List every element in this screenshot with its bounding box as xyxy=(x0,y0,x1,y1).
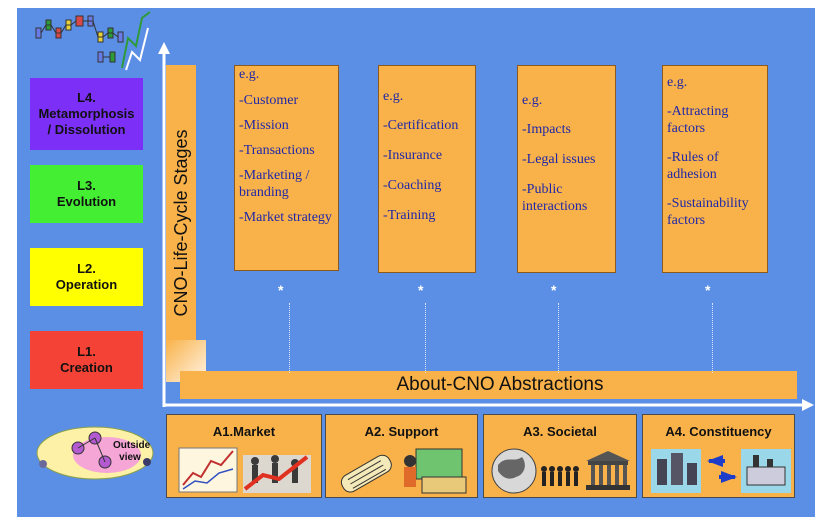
card-societal-item: -Legal issues xyxy=(522,152,596,167)
stage-l2-box: L2. Operation xyxy=(30,248,143,306)
stage-l1-label: L1. Creation xyxy=(60,344,113,375)
card-constituency-eg: e.g. xyxy=(667,75,688,90)
abstraction-market-label: A1.Market xyxy=(212,424,276,439)
card-support-item: -Insurance xyxy=(383,148,443,163)
x-axis-label-text: About-CNO Abstractions xyxy=(396,374,604,395)
card-support-item: -Coaching xyxy=(383,178,442,193)
stage-l3-label: L3. Evolution xyxy=(56,178,117,209)
connector-asterisk: * xyxy=(705,282,711,298)
card-societal: e.g. -Impacts -Legal issues -Public inte… xyxy=(517,65,616,273)
card-constituency: e.g. -Attracting factors -Rules of adhes… xyxy=(662,65,768,273)
card-societal-item: -Impacts xyxy=(522,122,571,137)
card-societal-eg: e.g. xyxy=(522,93,543,108)
stage-l4-label: L4. Metamorphosis / Dissolution xyxy=(38,90,135,137)
card-market-item: -Marketing / branding xyxy=(239,168,310,200)
abstraction-market-box: A1.Market xyxy=(166,414,322,498)
flowchart-logo-icon xyxy=(35,11,151,71)
connector-asterisk: * xyxy=(551,282,557,298)
card-constituency-item: -Attracting factors xyxy=(667,104,729,136)
outside-view: Outside view xyxy=(33,422,158,484)
card-support-item: -Certification xyxy=(383,118,459,133)
card-constituency-item: -Sustainability factors xyxy=(667,196,749,228)
stage-l1-box: L1. Creation xyxy=(30,331,143,389)
card-constituency-item: -Rules of adhesion xyxy=(667,150,719,182)
dotted-connector xyxy=(558,303,559,373)
constituency-buildings-icon xyxy=(651,449,791,493)
card-support-item: -Training xyxy=(383,208,436,223)
connector-asterisk: * xyxy=(278,282,284,298)
stage-l4-box: L4. Metamorphosis / Dissolution xyxy=(30,78,143,150)
abstraction-constituency-label: A4. Constituency xyxy=(665,424,772,439)
x-axis-label: About-CNO Abstractions xyxy=(180,371,815,399)
card-market-eg: e.g. xyxy=(239,67,260,82)
stage-l3-box: L3. Evolution xyxy=(30,165,143,223)
outside-view-label: Outside view xyxy=(113,440,151,463)
abstractions-band xyxy=(180,371,797,399)
card-market: e.g. -Customer -Mission -Transactions -M… xyxy=(234,65,339,271)
card-market-item: -Market strategy xyxy=(239,210,332,225)
abstraction-constituency-box: A4. Constituency xyxy=(642,414,795,498)
abstraction-support-box: A2. Support xyxy=(325,414,478,498)
card-market-item: -Transactions xyxy=(239,143,315,158)
market-chart-icon xyxy=(178,447,311,493)
stage-l2-label: L2. Operation xyxy=(55,261,118,292)
abstraction-support-label: A2. Support xyxy=(364,424,439,439)
dotted-connector xyxy=(289,303,290,373)
abstraction-societal-label: A3. Societal xyxy=(523,424,597,439)
support-documents-icon xyxy=(340,448,467,494)
card-support-eg: e.g. xyxy=(383,89,404,104)
outside-view-cloud-icon xyxy=(36,426,154,480)
dotted-connector xyxy=(425,303,426,373)
card-support: e.g. -Certification -Insurance -Coaching… xyxy=(378,65,476,273)
dotted-connector xyxy=(712,303,713,373)
societal-globe-people-building-icon xyxy=(491,448,630,494)
life-cycle-band xyxy=(166,65,196,381)
card-market-item: -Mission xyxy=(239,118,289,133)
connector-asterisk: * xyxy=(418,282,424,298)
card-societal-item: -Public interactions xyxy=(522,182,588,214)
abstraction-societal-box: A3. Societal xyxy=(483,414,637,498)
card-market-item: -Customer xyxy=(239,93,299,108)
